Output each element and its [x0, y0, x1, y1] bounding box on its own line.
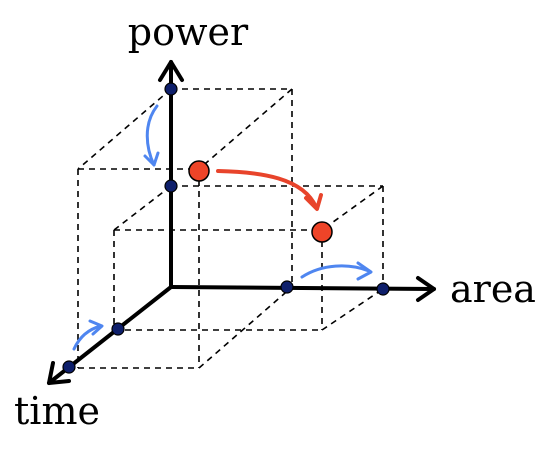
power-axis-label: power — [128, 10, 249, 54]
design-point-final — [311, 221, 333, 243]
design-point-move-arrow — [216, 169, 323, 211]
power-axis — [158, 60, 184, 289]
time-axis-label: time — [14, 389, 100, 433]
power-high-point — [164, 82, 178, 96]
area-increase-arrow — [300, 261, 373, 281]
power-low-point — [164, 179, 178, 193]
area-axis — [169, 276, 436, 302]
time-reduction-arrow — [72, 319, 104, 351]
time-low-point — [111, 322, 125, 336]
inner-dashed-box — [113, 185, 384, 331]
area-low-point — [280, 280, 294, 294]
design-point-initial — [188, 160, 210, 182]
area-axis-label: area — [450, 267, 536, 311]
outer-dashed-box — [77, 88, 293, 369]
area-high-point — [376, 282, 390, 296]
time-high-point — [62, 360, 76, 374]
power-reduction-arrow — [143, 104, 160, 167]
